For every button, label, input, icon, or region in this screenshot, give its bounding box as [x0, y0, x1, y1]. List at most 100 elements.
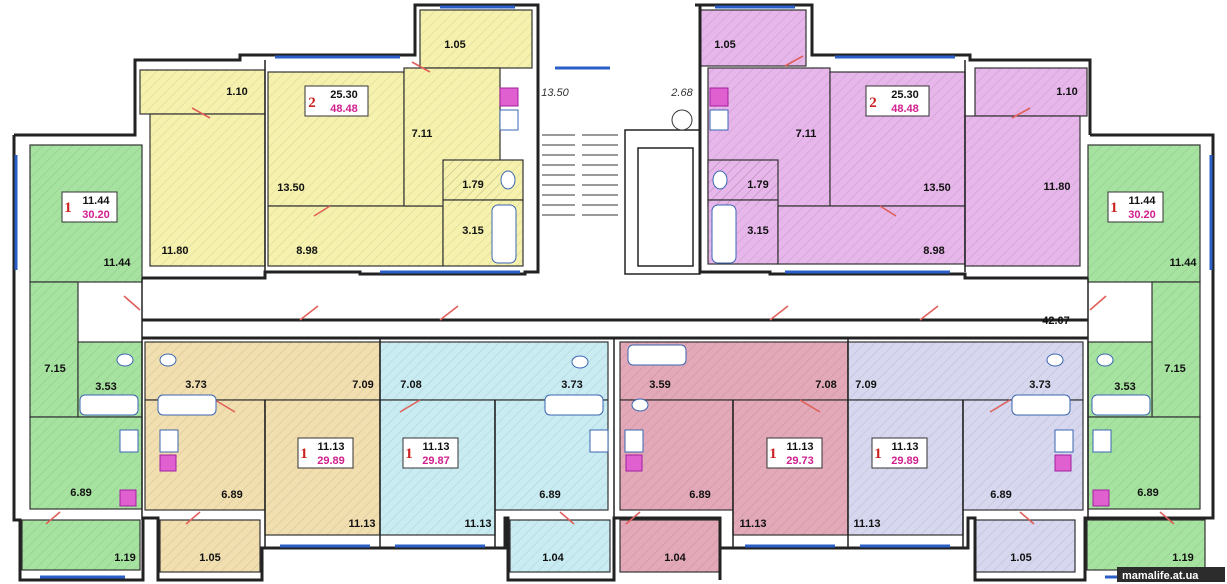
living-area: 11.13	[318, 441, 345, 453]
door	[123, 295, 141, 311]
toilet	[712, 170, 728, 190]
fixtures	[79, 87, 1151, 507]
room-area-labels: 1.05 1.10 11.80 13.50 8.98 7.11 1.79 3.1…	[44, 39, 1197, 564]
room-area: 42.07	[1042, 315, 1070, 327]
living-area: 11.44	[1129, 195, 1157, 207]
total-area: 29.89	[317, 455, 345, 467]
room-area: 11.80	[162, 245, 189, 257]
room-area: 1.79	[462, 179, 483, 191]
room-area: 1.04	[542, 552, 564, 564]
door	[1159, 511, 1175, 525]
door	[45, 511, 61, 525]
hatch-overlay	[22, 10, 1205, 572]
rooms-count: 1	[874, 446, 882, 462]
room-area: 3.15	[747, 225, 768, 237]
room-area: 13.50	[277, 182, 305, 194]
room-area: 13.50	[541, 87, 569, 99]
room-area: 6.89	[70, 487, 91, 499]
doors	[45, 55, 1175, 525]
total-area: 30.20	[82, 209, 110, 221]
room-area: 1.05	[199, 552, 220, 564]
door	[769, 305, 789, 321]
room-area: 1.19	[1172, 552, 1193, 564]
total-area: 29.73	[786, 455, 814, 467]
total-area: 29.89	[891, 455, 919, 467]
apartment-labels: 2 25.30 48.48 2 25.30 48.48 1 11.44 30.2…	[61, 85, 1164, 469]
room-area: 11.13	[740, 518, 767, 530]
door	[411, 61, 431, 73]
room-area: 3.73	[1029, 379, 1050, 391]
room-area: 11.13	[349, 518, 376, 530]
stairs	[542, 134, 618, 216]
sink	[624, 429, 644, 453]
door	[1011, 107, 1031, 119]
apartment-box-1r-outer-left: 1 11.44 30.20	[61, 191, 118, 223]
living-area: 25.30	[330, 89, 358, 101]
watermark: mamalife.at.ua	[1122, 570, 1199, 582]
room-area: 6.89	[1137, 487, 1158, 499]
door	[879, 205, 897, 217]
sink	[1092, 429, 1112, 453]
living-area: 25.30	[891, 89, 919, 101]
hatch	[700, 10, 806, 66]
hatch	[145, 342, 380, 400]
door	[625, 511, 641, 525]
room-area: 11.13	[465, 518, 492, 530]
toilet	[571, 355, 589, 369]
bathtub	[627, 344, 687, 366]
rooms-count: 2	[869, 95, 877, 111]
stove	[625, 454, 643, 472]
living-area: 11.13	[892, 441, 919, 453]
watermark-bg	[1117, 567, 1225, 582]
hatch	[160, 520, 260, 572]
hatch	[380, 342, 608, 400]
total-area: 48.48	[330, 103, 358, 115]
room-area: 7.11	[796, 128, 817, 140]
room-area: 1.05	[444, 39, 465, 51]
room-area: 2.68	[670, 87, 693, 99]
hatch	[510, 520, 610, 572]
room-area: 3.73	[185, 379, 206, 391]
apartment-box-d: 1 11.13 29.89	[871, 437, 928, 469]
sink	[499, 109, 519, 131]
hatch	[778, 206, 965, 264]
room-area: 3.15	[462, 225, 483, 237]
room-area: 6.89	[539, 489, 560, 501]
door	[191, 107, 211, 119]
stove	[1092, 489, 1110, 507]
room-area: 8.98	[923, 245, 944, 257]
apartment-box-2r-left: 2 25.30 48.48	[304, 85, 369, 117]
door	[989, 399, 1011, 413]
living-area: 11.44	[83, 195, 111, 207]
room-area: 3.73	[561, 379, 582, 391]
room-area: 7.11	[412, 128, 433, 140]
room-area: 1.79	[747, 179, 768, 191]
stove	[709, 87, 729, 107]
stove	[499, 87, 519, 107]
door	[399, 399, 421, 413]
living-area: 11.13	[423, 441, 450, 453]
toilet	[1096, 353, 1114, 367]
room-area: 1.10	[1056, 86, 1077, 98]
stove	[1054, 454, 1072, 472]
toilet	[631, 398, 649, 412]
rooms-count: 1	[300, 446, 308, 462]
toilet	[500, 170, 516, 190]
rooms-count: 1	[64, 200, 72, 216]
apartment-box-a: 1 11.13 29.89	[297, 437, 354, 469]
room-area: 7.08	[815, 379, 836, 391]
door	[799, 399, 821, 413]
door	[1089, 295, 1107, 311]
rooms-count: 1	[769, 446, 777, 462]
room-area: 6.89	[689, 489, 710, 501]
elevator-shaft	[637, 147, 694, 267]
hatch	[420, 10, 532, 68]
rooms-count: 1	[1110, 200, 1118, 216]
door	[919, 305, 939, 321]
room-area: 1.05	[714, 39, 735, 51]
room-area: 11.80	[1044, 181, 1071, 193]
apartment-box-c: 1 11.13 29.73	[766, 437, 823, 469]
room-area: 7.15	[1164, 363, 1185, 375]
stove	[159, 454, 177, 472]
room-area: 6.89	[990, 489, 1011, 501]
